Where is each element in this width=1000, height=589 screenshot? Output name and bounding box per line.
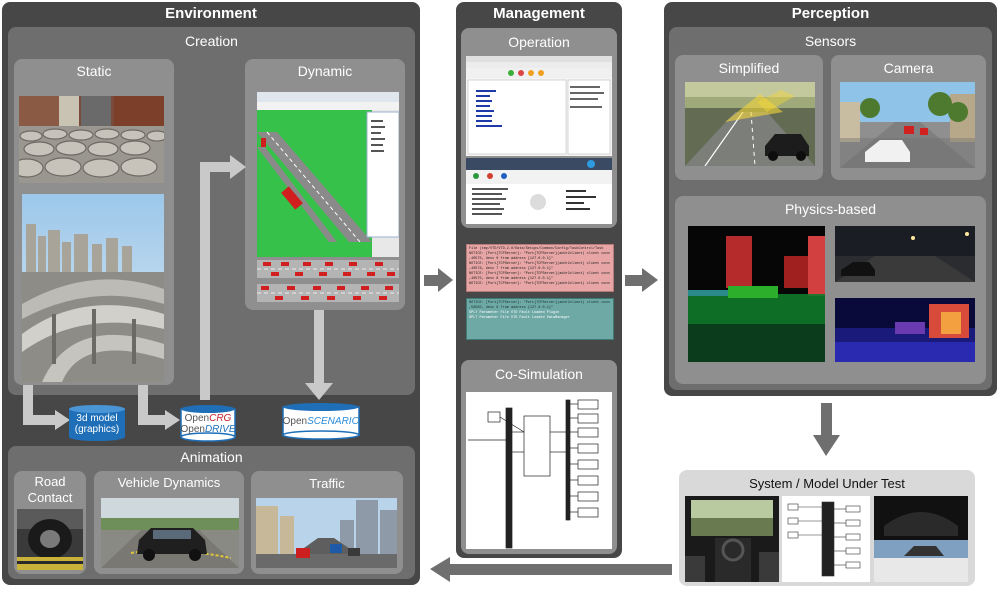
environment-to-management-arrow (424, 268, 453, 292)
management-to-perception-arrow (625, 268, 658, 292)
sut-to-environment-arrow (430, 557, 672, 582)
perception-to-sut-arrow (813, 403, 840, 456)
